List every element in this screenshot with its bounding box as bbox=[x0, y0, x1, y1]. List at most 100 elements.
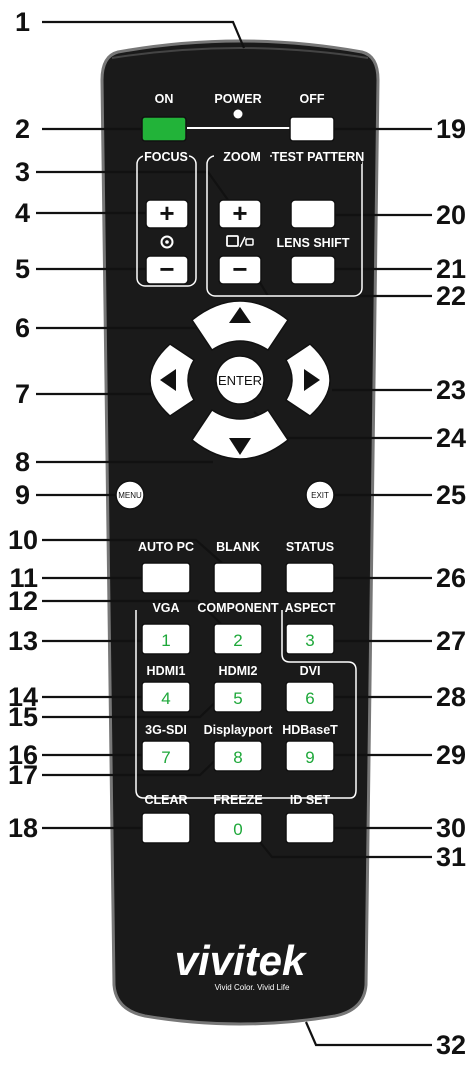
callout-14: 14 bbox=[8, 682, 38, 712]
digit-2: 2 bbox=[233, 631, 242, 650]
callout-5: 5 bbox=[15, 254, 30, 284]
enter-button[interactable] bbox=[215, 355, 265, 405]
hdmi1-label: HDMI1 bbox=[147, 664, 186, 678]
hdbaset-label: HDBaseT bbox=[282, 723, 338, 737]
callout-32: 32 bbox=[436, 1030, 466, 1060]
brand-logo: vivitek bbox=[175, 937, 308, 984]
focus-icon bbox=[160, 235, 174, 249]
on-label: ON bbox=[155, 92, 174, 106]
power-led-icon bbox=[233, 109, 243, 119]
callout-10: 10 bbox=[8, 525, 38, 555]
callout-12: 12 bbox=[8, 586, 38, 616]
up-button[interactable] bbox=[190, 300, 290, 352]
displayport-button[interactable] bbox=[213, 740, 263, 772]
off-button[interactable] bbox=[289, 116, 335, 142]
sdi-button[interactable] bbox=[141, 740, 191, 772]
callout-4: 4 bbox=[15, 198, 30, 228]
callout-3: 3 bbox=[15, 157, 30, 187]
status-label: STATUS bbox=[286, 540, 334, 554]
test-pattern-label: TEST PATTERN bbox=[272, 150, 365, 164]
zoom-label: ZOOM bbox=[223, 150, 261, 164]
vga-label: VGA bbox=[152, 601, 179, 615]
hdmi1-button[interactable] bbox=[141, 681, 191, 713]
callout-11: 11 bbox=[9, 563, 38, 593]
blank-button[interactable] bbox=[213, 562, 263, 594]
arrow-right-icon bbox=[304, 369, 320, 391]
callout-17: 17 bbox=[8, 760, 38, 790]
on-button[interactable] bbox=[141, 116, 187, 142]
power-label: POWER bbox=[214, 92, 261, 106]
callout-20: 20 bbox=[436, 200, 466, 230]
zoom-minus-button[interactable] bbox=[218, 255, 262, 285]
lens-shift-button[interactable] bbox=[290, 255, 336, 285]
remote-top-edge bbox=[111, 47, 369, 59]
freeze-button[interactable] bbox=[213, 812, 263, 844]
callout-30: 30 bbox=[436, 813, 466, 843]
brand-tagline: Vivid Color. Vivid Life bbox=[215, 983, 290, 992]
callout-6: 6 bbox=[15, 313, 30, 343]
displayport-label: Displayport bbox=[204, 723, 274, 737]
callout-19: 19 bbox=[436, 114, 466, 144]
component-button[interactable] bbox=[213, 623, 263, 655]
off-label: OFF bbox=[300, 92, 325, 106]
arrow-left-icon bbox=[160, 369, 176, 391]
callout-25: 25 bbox=[436, 480, 466, 510]
arrow-down-icon bbox=[229, 438, 251, 455]
test-pattern-button[interactable] bbox=[290, 199, 336, 229]
callout-8: 8 bbox=[15, 447, 30, 477]
focus-minus-button[interactable] bbox=[145, 255, 189, 285]
digit-6: 6 bbox=[305, 689, 314, 708]
clear-label: CLEAR bbox=[144, 793, 187, 807]
callout-24: 24 bbox=[436, 423, 466, 453]
dvi-label: DVI bbox=[300, 664, 321, 678]
aspect-label: ASPECT bbox=[285, 601, 336, 615]
digit-1: 1 bbox=[161, 631, 170, 650]
callout-16: 16 bbox=[8, 740, 38, 770]
callout-15: 15 bbox=[8, 702, 38, 732]
callout-31: 31 bbox=[436, 842, 466, 872]
digit-8: 8 bbox=[233, 748, 242, 767]
leader-lines bbox=[36, 20, 246, 830]
status-button[interactable] bbox=[285, 562, 335, 594]
navigation-pad: ENTER bbox=[149, 300, 331, 460]
vga-button[interactable] bbox=[141, 623, 191, 655]
remote-body bbox=[100, 39, 380, 1026]
test-pattern-label-bg bbox=[272, 149, 362, 164]
aspect-button[interactable] bbox=[285, 623, 335, 655]
sdi-label: 3G-SDI bbox=[145, 723, 187, 737]
callout-23: 23 bbox=[436, 375, 466, 405]
lens-shift-label: LENS SHIFT bbox=[277, 236, 350, 250]
zoom-icon bbox=[226, 235, 254, 248]
digit-4: 4 bbox=[161, 689, 170, 708]
down-button[interactable] bbox=[190, 408, 290, 460]
hdbaset-button[interactable] bbox=[285, 740, 335, 772]
auto-pc-button[interactable] bbox=[141, 562, 191, 594]
callout-28: 28 bbox=[436, 682, 466, 712]
menu-button[interactable] bbox=[115, 480, 145, 510]
zoom-minus-label: − bbox=[232, 254, 247, 284]
focus-plus-button[interactable] bbox=[145, 199, 189, 229]
source-group-frame bbox=[135, 610, 357, 799]
callout-27: 27 bbox=[436, 626, 466, 656]
zoom-plus-button[interactable] bbox=[218, 199, 262, 229]
callout-22: 22 bbox=[436, 281, 466, 311]
callout-21: 21 bbox=[436, 254, 466, 284]
zoom-label-bg bbox=[214, 148, 270, 164]
freeze-label: FREEZE bbox=[213, 793, 262, 807]
id-set-button[interactable] bbox=[285, 812, 335, 844]
focus-label: FOCUS bbox=[144, 150, 188, 164]
id-set-label: ID SET bbox=[290, 793, 331, 807]
clear-button[interactable] bbox=[141, 812, 191, 844]
hdmi2-button[interactable] bbox=[213, 681, 263, 713]
digit-0: 0 bbox=[233, 820, 242, 839]
focus-label-bg bbox=[143, 148, 189, 164]
digit-9: 9 bbox=[305, 748, 314, 767]
callout-numbers: 1 2 3 4 5 6 7 8 9 10 11 12 13 14 15 16 1… bbox=[8, 7, 466, 1060]
callout-29: 29 bbox=[436, 740, 466, 770]
exit-button[interactable] bbox=[305, 480, 335, 510]
dvi-button[interactable] bbox=[285, 681, 335, 713]
enter-label: ENTER bbox=[218, 373, 262, 388]
callout-1: 1 bbox=[15, 7, 30, 37]
callout-7: 7 bbox=[15, 379, 30, 409]
callout-2: 2 bbox=[15, 114, 30, 144]
